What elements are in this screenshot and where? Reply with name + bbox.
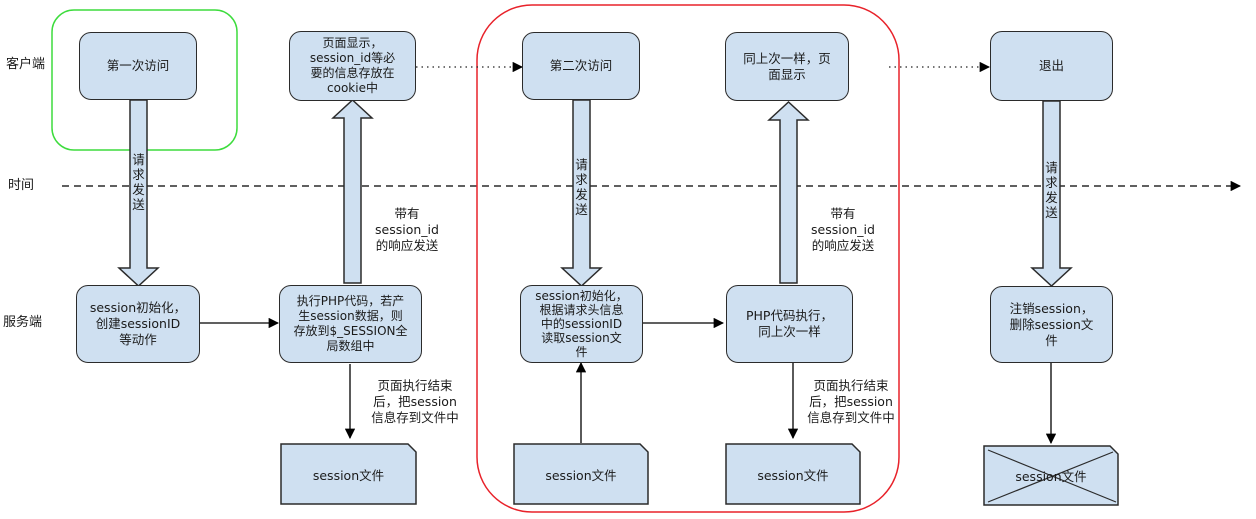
session-file-shape bbox=[513, 443, 649, 505]
response-arrow bbox=[767, 100, 810, 284]
session-file-label: session文件 bbox=[312, 467, 385, 483]
server-box-session-init-read[interactable]: session初始化， 根据请求头信息 中的sessionID 读取sessio… bbox=[520, 285, 643, 363]
session-file-label-deleted: session文件 bbox=[1015, 469, 1087, 484]
session-file-shape bbox=[280, 443, 417, 505]
server-box-php-exec-same[interactable]: PHP代码执行， 同上次一样 bbox=[726, 285, 853, 363]
request-send-label: 请求发送 bbox=[575, 157, 588, 217]
session-file-label: session文件 bbox=[757, 467, 829, 483]
client-box-first-visit[interactable]: 第一次访问 bbox=[79, 32, 197, 100]
lane-label-server: 服务端 bbox=[3, 315, 43, 330]
server-box-exec-php[interactable]: 执行PHP代码，若产 生session数据，则 存放到$_SESSION全 局数… bbox=[279, 285, 422, 363]
lane-label-client: 客户端 bbox=[6, 57, 46, 72]
response-arrow bbox=[331, 98, 374, 284]
request-arrow bbox=[117, 99, 160, 288]
deleted-cross-icon bbox=[987, 451, 1114, 503]
server-box-session-init[interactable]: session初始化， 创建sessionID 等动作 bbox=[76, 285, 200, 363]
request-arrow bbox=[1030, 100, 1073, 288]
session-file-shape bbox=[725, 443, 861, 505]
response-send-label: 带有 session_id 的响应发送 bbox=[811, 206, 875, 253]
write-file-label: 页面执行结束 后，把session 信息存到文件中 bbox=[807, 378, 895, 425]
write-file-label: 页面执行结束 后，把session 信息存到文件中 bbox=[371, 378, 459, 425]
response-send-label: 带有 session_id 的响应发送 bbox=[375, 206, 439, 253]
request-send-label: 请求发送 bbox=[1045, 160, 1058, 220]
client-box-second-visit[interactable]: 第二次访问 bbox=[522, 32, 640, 100]
request-arrow bbox=[560, 99, 603, 288]
client-box-page-display[interactable]: 页面显示， session_id等必 要的信息存放在 cookie中 bbox=[289, 31, 416, 101]
client-box-same-as-last[interactable]: 同上次一样，页 面显示 bbox=[725, 32, 849, 101]
client-box-logout[interactable]: 退出 bbox=[990, 31, 1113, 101]
lane-label-time: 时间 bbox=[8, 178, 35, 193]
second-visit-highlight bbox=[476, 4, 900, 513]
request-send-label: 请求发送 bbox=[132, 152, 145, 212]
session-file-label: session文件 bbox=[545, 467, 617, 483]
server-box-destroy-session[interactable]: 注销session， 删除session文 件 bbox=[990, 286, 1113, 363]
